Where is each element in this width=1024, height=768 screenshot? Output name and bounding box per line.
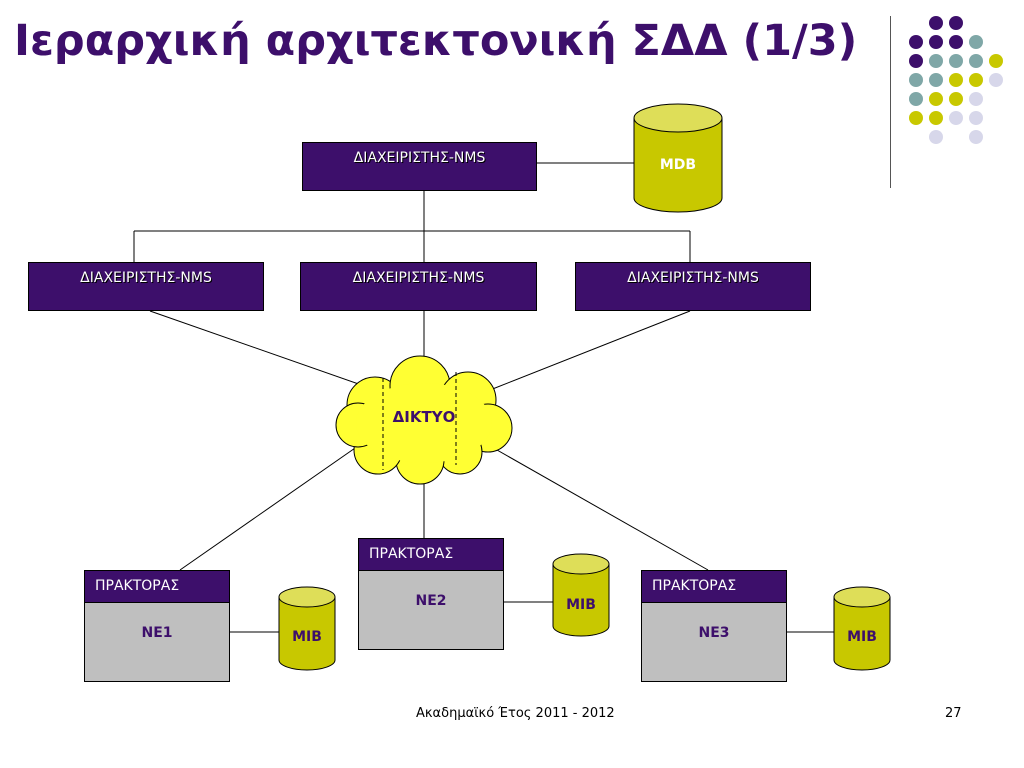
dot [969,73,983,87]
network-element-label: NE3 [698,625,730,641]
dot [949,54,963,68]
network-cloud: ΔΙΚΤΥΟ [335,355,513,485]
dot [949,73,963,87]
network-label: ΔΙΚΤΥΟ [393,408,456,426]
agent-header: ΠΡΑΚΤΟΡΑΣ [85,571,229,603]
dot [949,16,963,30]
slide-title: Ιεραρχική αρχιτεκτονική ΣΔΔ (1/3) [14,16,858,66]
link-mgr3-network [489,310,691,391]
page-number: 27 [945,706,962,721]
dot [929,92,943,106]
title-divider [890,16,891,188]
manager-box-3: ΔΙΑΧΕΙΡΙΣΤΗΣ-NMS [575,262,811,311]
dot [929,35,943,49]
dot [969,35,983,49]
mib-label: MIB [292,629,322,645]
dot [929,16,943,30]
mdb-cylinder: MDB [633,103,723,213]
agent-box-ne2: ΠΡΑΚΤΟΡΑΣ NE2 [358,538,504,650]
mdb-label: MDB [660,157,696,173]
top-manager-box: ΔΙΑΧΕΙΡΙΣΤΗΣ-NMS [302,142,537,191]
agent-box-ne3: ΠΡΑΚΤΟΡΑΣ NE3 [641,570,787,682]
dot [969,54,983,68]
link-mgr1-network [149,310,371,389]
dot [989,54,1003,68]
mib-cylinder-ne1: MIB [278,586,336,671]
dot [909,73,923,87]
network-element-label: NE2 [415,593,447,609]
agent-box-ne1: ΠΡΑΚΤΟΡΑΣ NE1 [84,570,230,682]
link-network-ne3 [489,445,709,571]
dot [929,130,943,144]
dot [909,92,923,106]
dot [909,54,923,68]
dot [989,73,1003,87]
manager-box-2: ΔΙΑΧΕΙΡΙΣΤΗΣ-NMS [300,262,537,311]
dot [969,92,983,106]
dot [929,73,943,87]
mib-label: MIB [847,629,877,645]
footer-academic-year: Ακαδημαϊκό Έτος 2011 - 2012 [416,706,615,721]
network-element-label: NE1 [141,625,173,641]
dot [949,92,963,106]
mib-cylinder-ne2: MIB [552,553,610,637]
dot [929,54,943,68]
manager-box-1: ΔΙΑΧΕΙΡΙΣΤΗΣ-NMS [28,262,264,311]
dot [949,35,963,49]
mib-label: MIB [566,597,596,613]
agent-header: ΠΡΑΚΤΟΡΑΣ [642,571,786,603]
dot [909,35,923,49]
dot [909,111,923,125]
dot [949,111,963,125]
mib-cylinder-ne3: MIB [833,586,891,671]
agent-header: ΠΡΑΚΤΟΡΑΣ [359,539,503,571]
connector-lines [133,162,834,633]
link-network-ne1 [179,445,359,571]
dot [969,130,983,144]
dot [969,111,983,125]
dot [929,111,943,125]
